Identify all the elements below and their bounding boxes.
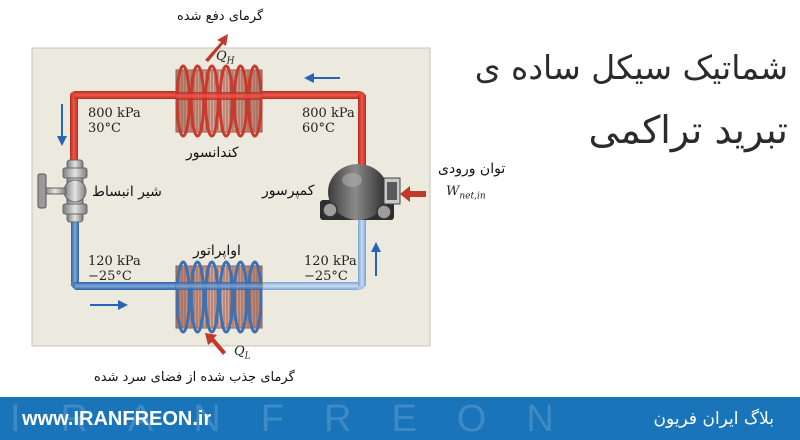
- expansion-valve-icon: [37, 159, 88, 223]
- pressure-label: 800 kPa: [88, 106, 141, 121]
- expansion-valve-label: شیر انبساط: [92, 184, 162, 200]
- condenser-label: کندانسور: [186, 145, 239, 161]
- condenser-coil: [175, 64, 263, 138]
- power-input-arrow-icon: [400, 186, 426, 202]
- refrigeration-cycle-diagram: [31, 34, 431, 355]
- flow-arrow-left-down-icon: [57, 104, 67, 146]
- heat-absorbed-label: گرمای جذب شده از فضای سرد شده: [94, 370, 295, 385]
- temperature-label: 60°C: [302, 121, 335, 136]
- footer-bar: IRANFREON www.IRANFREON.ir بلاگ ایران فر…: [0, 397, 800, 440]
- heat-rejected-label: گرمای دفع شده: [177, 9, 264, 24]
- compressor-icon: [320, 164, 401, 220]
- cold-refrigerant-line: [71, 220, 366, 290]
- evaporator-coil: [175, 260, 263, 334]
- flow-arrows: [57, 73, 381, 310]
- power-input-label: توان ورودی: [438, 161, 506, 177]
- flow-arrow-top-left-icon: [304, 73, 340, 83]
- compressor-label: کمپرسور: [262, 183, 315, 199]
- state-bottom-right: 120 kPa −25°C: [304, 254, 357, 284]
- heat-absorbed-arrow-icon: [205, 333, 226, 355]
- page-title-line1: شماتیک سیکل ساده ی: [474, 48, 788, 87]
- state-bottom-left: 120 kPa −25°C: [88, 254, 141, 284]
- w-net-in-label: Wnet,in: [446, 184, 486, 202]
- pressure-label: 800 kPa: [302, 106, 355, 121]
- temperature-label: −25°C: [88, 269, 132, 284]
- qh-label: QH: [216, 49, 235, 67]
- footer-watermark: IRANFREON: [10, 398, 594, 440]
- flow-arrow-bottom-right-icon: [90, 300, 128, 310]
- evaporator-label: اواپراتور: [193, 243, 241, 259]
- page-title-line2: تبرید تراکمی: [588, 108, 788, 152]
- blog-label: بلاگ ایران فریون: [653, 409, 774, 429]
- temperature-label: 30°C: [88, 121, 121, 136]
- temperature-label: −25°C: [304, 269, 348, 284]
- ql-label: QL: [234, 344, 251, 362]
- state-top-right: 800 kPa 60°C: [302, 106, 355, 136]
- heat-rejected-arrow-icon: [205, 34, 228, 62]
- pressure-label: 120 kPa: [304, 254, 357, 269]
- website-link[interactable]: www.IRANFREON.ir: [22, 408, 212, 430]
- pressure-label: 120 kPa: [88, 254, 141, 269]
- state-top-left: 800 kPa 30°C: [88, 106, 141, 136]
- hot-refrigerant-line: [70, 91, 366, 171]
- flow-arrow-right-up-icon: [371, 242, 381, 276]
